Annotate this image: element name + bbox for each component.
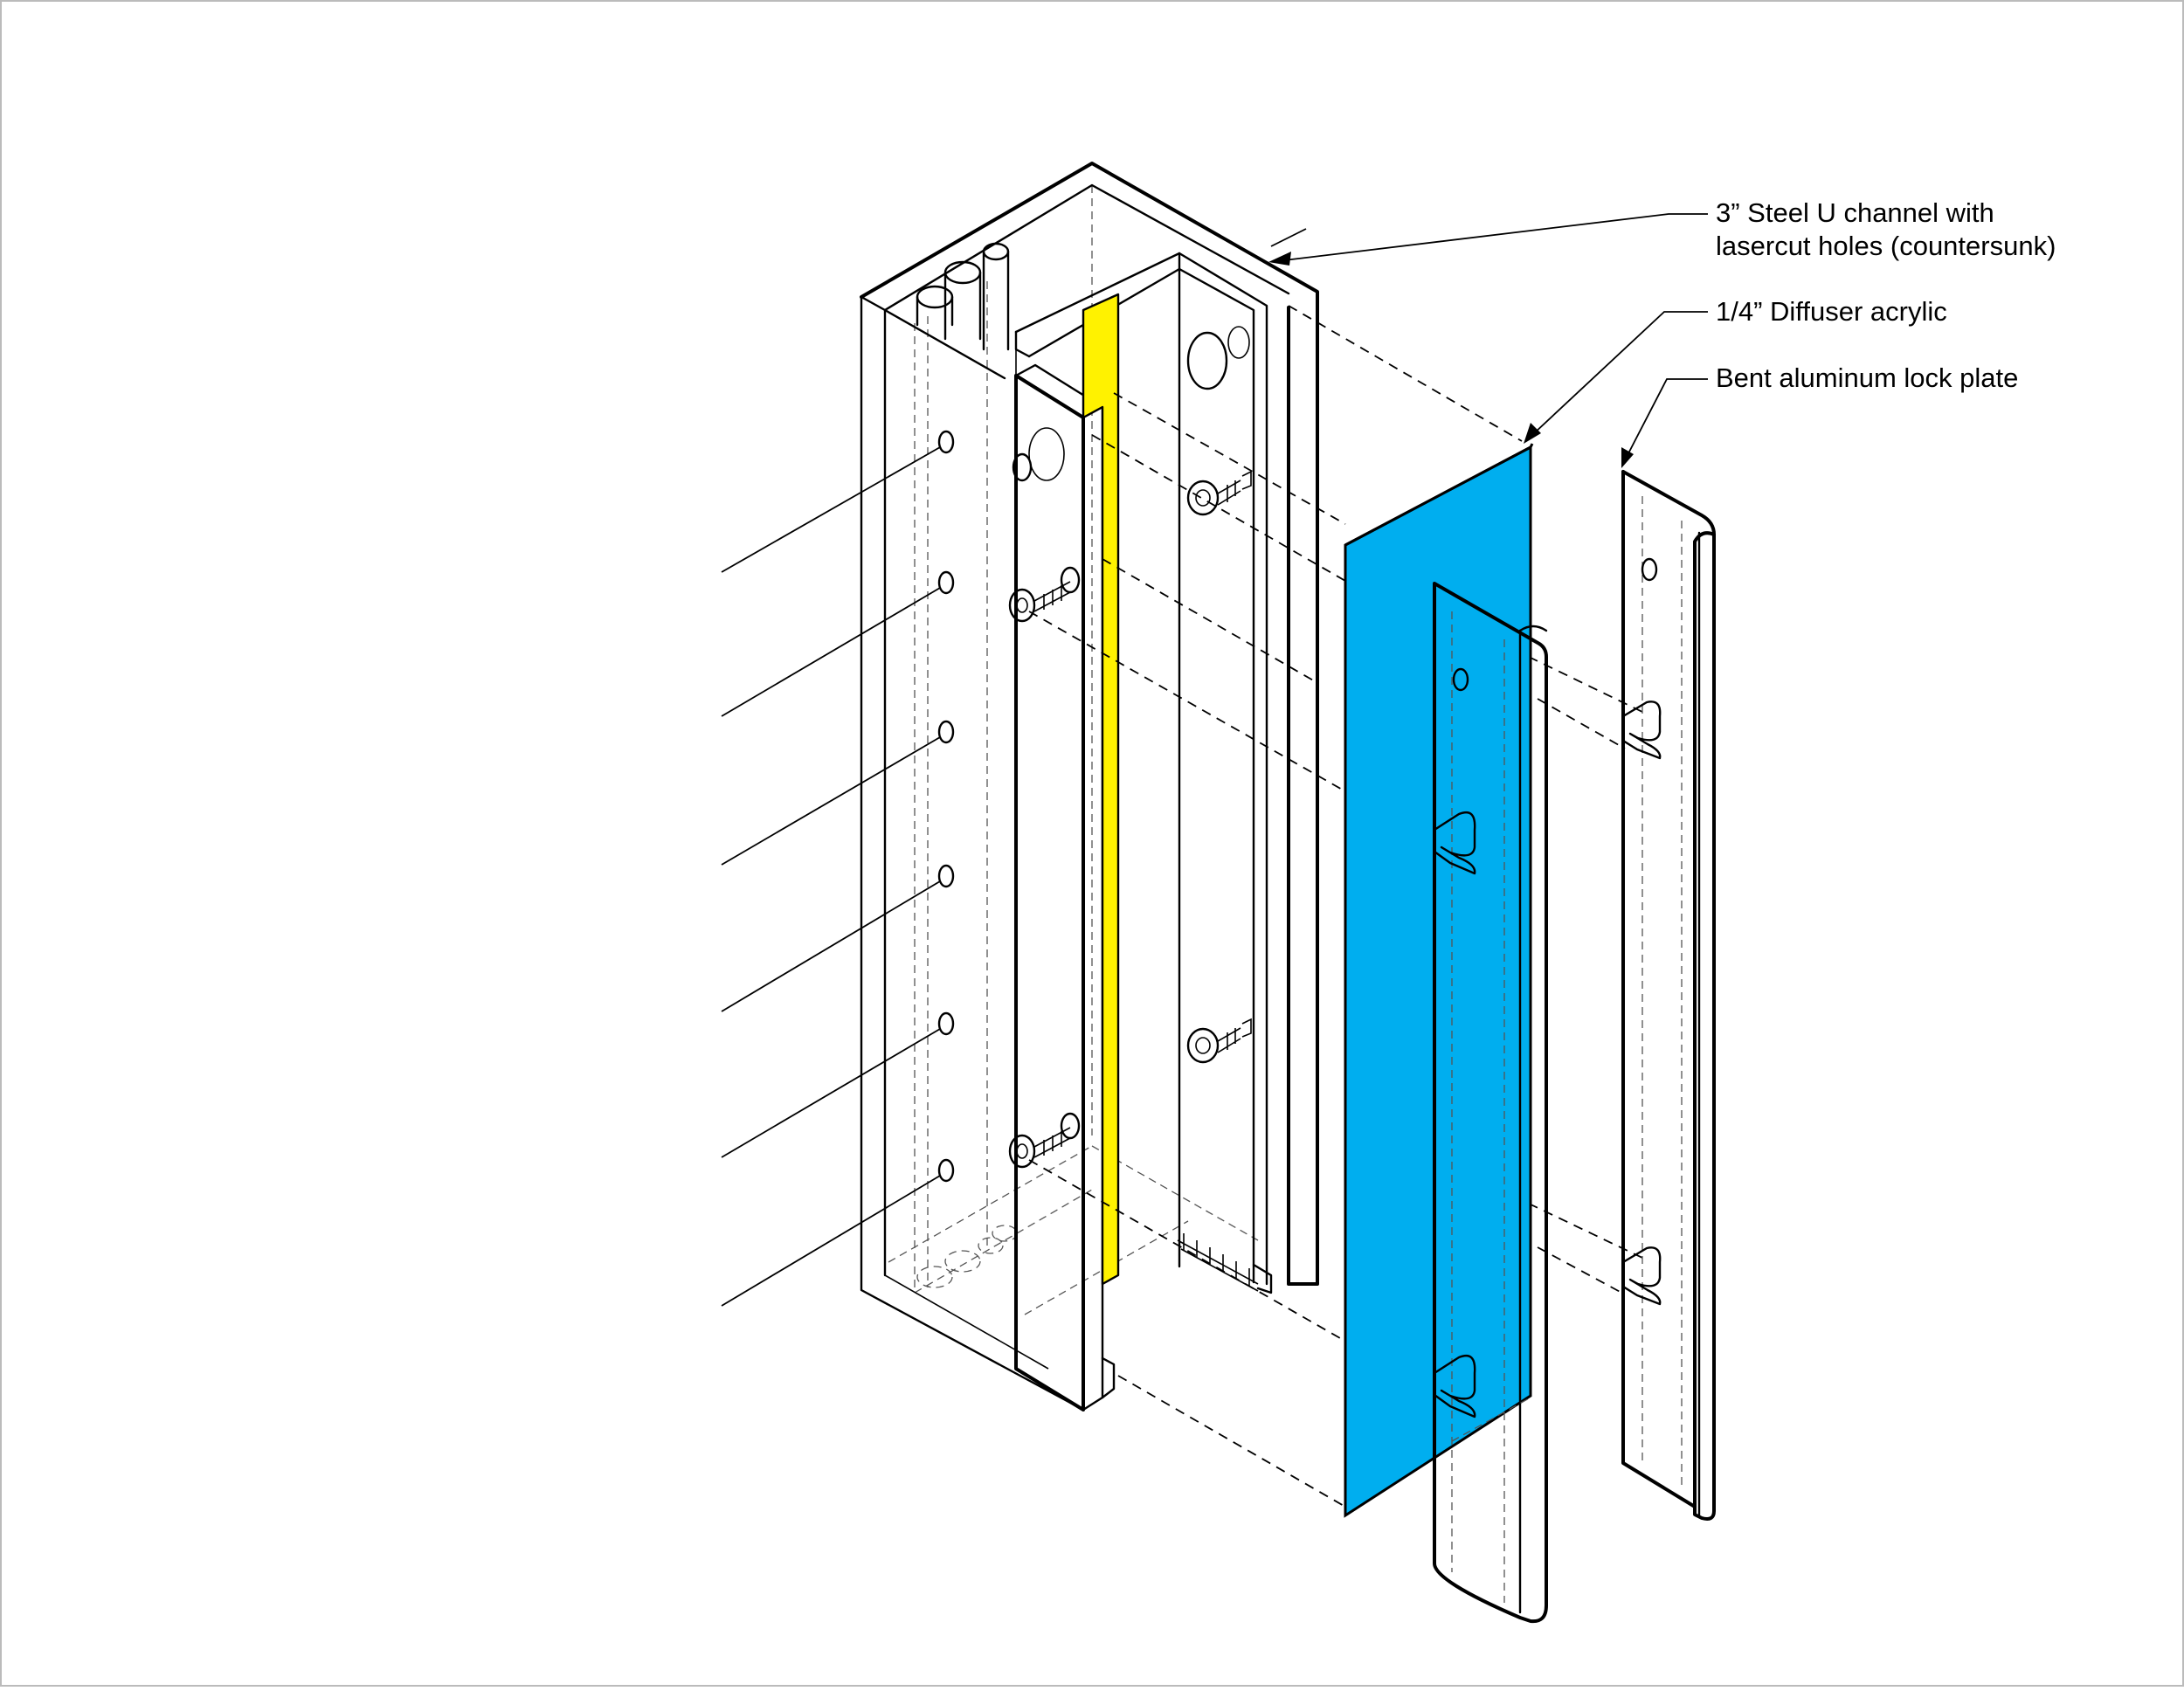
lock-plate-label: Bent aluminum lock plate	[1716, 362, 2018, 393]
u-channel-top-rim	[860, 162, 1319, 1286]
acrylic-edge	[1344, 443, 1534, 547]
yellow-strip	[1082, 293, 1120, 1286]
lock-slot-lower	[1433, 1354, 1476, 1418]
hole-leader-lines	[721, 446, 941, 1307]
u-channel-label-line2: lasercut holes (countersunk)	[1716, 231, 2056, 261]
u-channel-arrowhead	[1268, 252, 1291, 266]
u-channel-front-panel	[1014, 374, 1085, 1411]
u-channel-leader	[1283, 213, 1708, 261]
callout-labels: 3” Steel U channel with lasercut holes (…	[1716, 197, 2056, 393]
lock-slot-upper	[1433, 811, 1476, 875]
u-channel-holes	[937, 326, 1250, 1183]
countersunk-bolt-upper	[1008, 566, 1081, 623]
acrylic-front-face	[1344, 445, 1532, 1518]
diffuser-leader	[1532, 311, 1708, 435]
countersunk-bolt-lower	[1008, 1112, 1081, 1169]
lock-plate-arrowhead	[1621, 447, 1634, 468]
bent-aluminum-lock-plate	[1621, 470, 1716, 1521]
diffuser-acrylic-panel	[1344, 443, 1534, 1518]
internal-tubes	[916, 242, 1010, 351]
lock-plate-hook-lower	[1621, 1246, 1662, 1306]
u-channel-hidden-lines	[888, 185, 1259, 1315]
diffuser-label: 1/4” Diffuser acrylic	[1716, 296, 1947, 327]
fasteners	[1008, 470, 1259, 1292]
lock-plate-leader	[1626, 378, 1708, 458]
callout-leaders	[1268, 213, 1708, 468]
explosion-lines	[1028, 305, 1643, 1508]
hex-nut-lower	[1186, 1018, 1252, 1064]
diffuser-arrowhead	[1524, 423, 1541, 444]
lock-plate-hook-upper	[1621, 701, 1662, 760]
bottom-comb-fastener	[1177, 1233, 1259, 1292]
u-channel-inner-wall	[1014, 252, 1268, 1286]
u-channel-label-line1: 3” Steel U channel with	[1716, 197, 1994, 228]
hex-nut-upper	[1186, 470, 1252, 516]
slotted-aluminum-channel	[1433, 582, 1548, 1624]
